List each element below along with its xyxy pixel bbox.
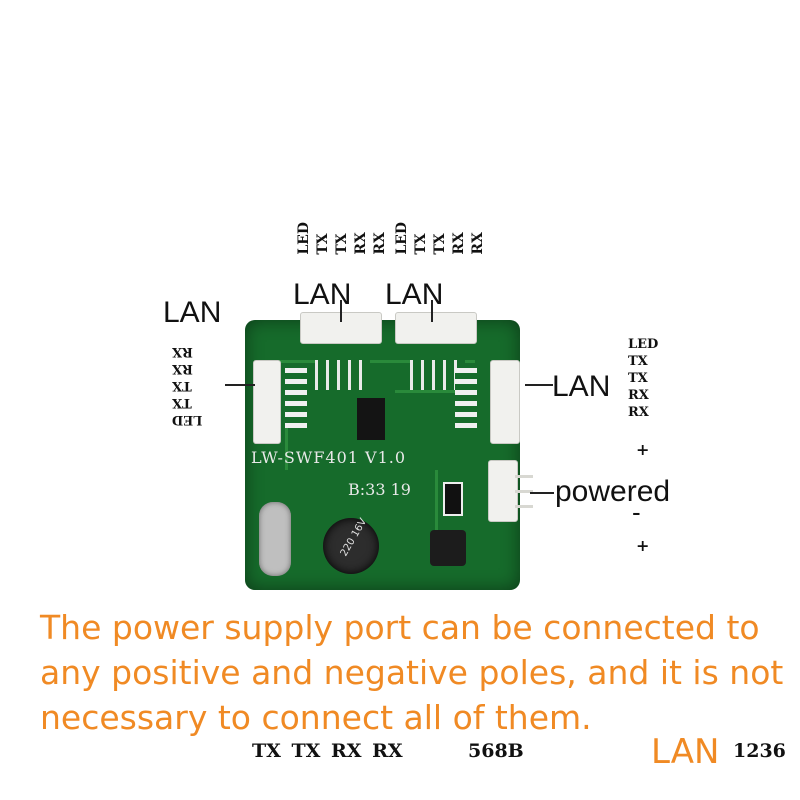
resistor-array <box>315 360 370 390</box>
power-connector-housing <box>488 460 518 522</box>
pin-label: RX <box>372 232 388 255</box>
pin-label: LED <box>628 337 659 352</box>
pin-label: TX <box>628 354 648 369</box>
inductor <box>430 530 466 566</box>
left-lan-label: LAN <box>163 296 222 329</box>
right-connector <box>490 360 520 444</box>
pin-label: TX <box>315 233 331 255</box>
left-connector <box>253 360 281 444</box>
pcb-trace <box>275 360 475 363</box>
left-pin-labels: RX RX TX TX LED <box>172 343 202 428</box>
power-pin <box>515 505 533 508</box>
leader-line <box>525 384 553 386</box>
pin-label: LED <box>296 222 312 255</box>
pin-label: LED <box>394 222 410 255</box>
pin-label: RX <box>172 344 193 359</box>
power-pin <box>515 490 533 493</box>
right-pin-labels: LED TX TX RX RX <box>628 336 658 421</box>
power-plus-bottom: + <box>636 536 650 555</box>
top-right-lan-label: LAN <box>385 278 444 311</box>
pin-label: RX <box>451 232 467 255</box>
leader-line <box>530 492 554 494</box>
crystal-oscillator <box>259 502 291 576</box>
board-model: LW-SWF401 V1.0 <box>251 448 407 467</box>
leader-line <box>431 300 433 322</box>
resistor-array <box>285 368 307 428</box>
board-batch: B:33 19 <box>348 480 411 499</box>
bottom-lan-label: LAN <box>651 732 720 772</box>
standard-label: 568B <box>468 740 524 762</box>
pin-label: RX <box>353 232 369 255</box>
top-right-connector <box>395 312 477 344</box>
pin-label: RX <box>172 361 193 376</box>
pin-label: RX <box>628 388 649 403</box>
pin-label: TX <box>432 233 448 255</box>
top-left-pin-labels: LED TX TX RX RX <box>295 222 389 255</box>
power-label: powered <box>555 475 671 508</box>
bottom-pins-label: TX TX RX RX <box>252 740 403 762</box>
pcb-trace <box>435 470 438 560</box>
power-pin <box>515 475 533 478</box>
power-plus-top: + <box>636 440 650 459</box>
pin-label: TX <box>628 371 648 386</box>
pin-label: TX <box>334 233 350 255</box>
pin-label: RX <box>470 232 486 255</box>
electrolytic-capacitor <box>323 518 379 574</box>
ic-chip <box>357 398 385 440</box>
pin-label: LED <box>172 412 203 427</box>
leader-line <box>340 300 342 322</box>
leader-line <box>225 384 255 386</box>
top-left-lan-label: LAN <box>293 278 352 311</box>
pcb-trace <box>395 390 455 393</box>
pcb-board: 220 16V LW-SWF401 V1.0 B:33 19 <box>245 312 520 590</box>
caption: The power supply port can be connected t… <box>40 608 784 737</box>
pin-label: TX <box>172 395 192 410</box>
pin-label: TX <box>413 233 429 255</box>
pin-order-label: 1236 <box>733 740 786 762</box>
resistor-array <box>455 368 477 428</box>
top-right-pin-labels: LED TX TX RX RX <box>393 222 487 255</box>
power-minus: - <box>632 497 641 527</box>
ic-chip <box>443 482 463 516</box>
pin-label: RX <box>628 405 649 420</box>
pin-label: TX <box>172 378 192 393</box>
right-lan-label: LAN <box>552 370 611 403</box>
